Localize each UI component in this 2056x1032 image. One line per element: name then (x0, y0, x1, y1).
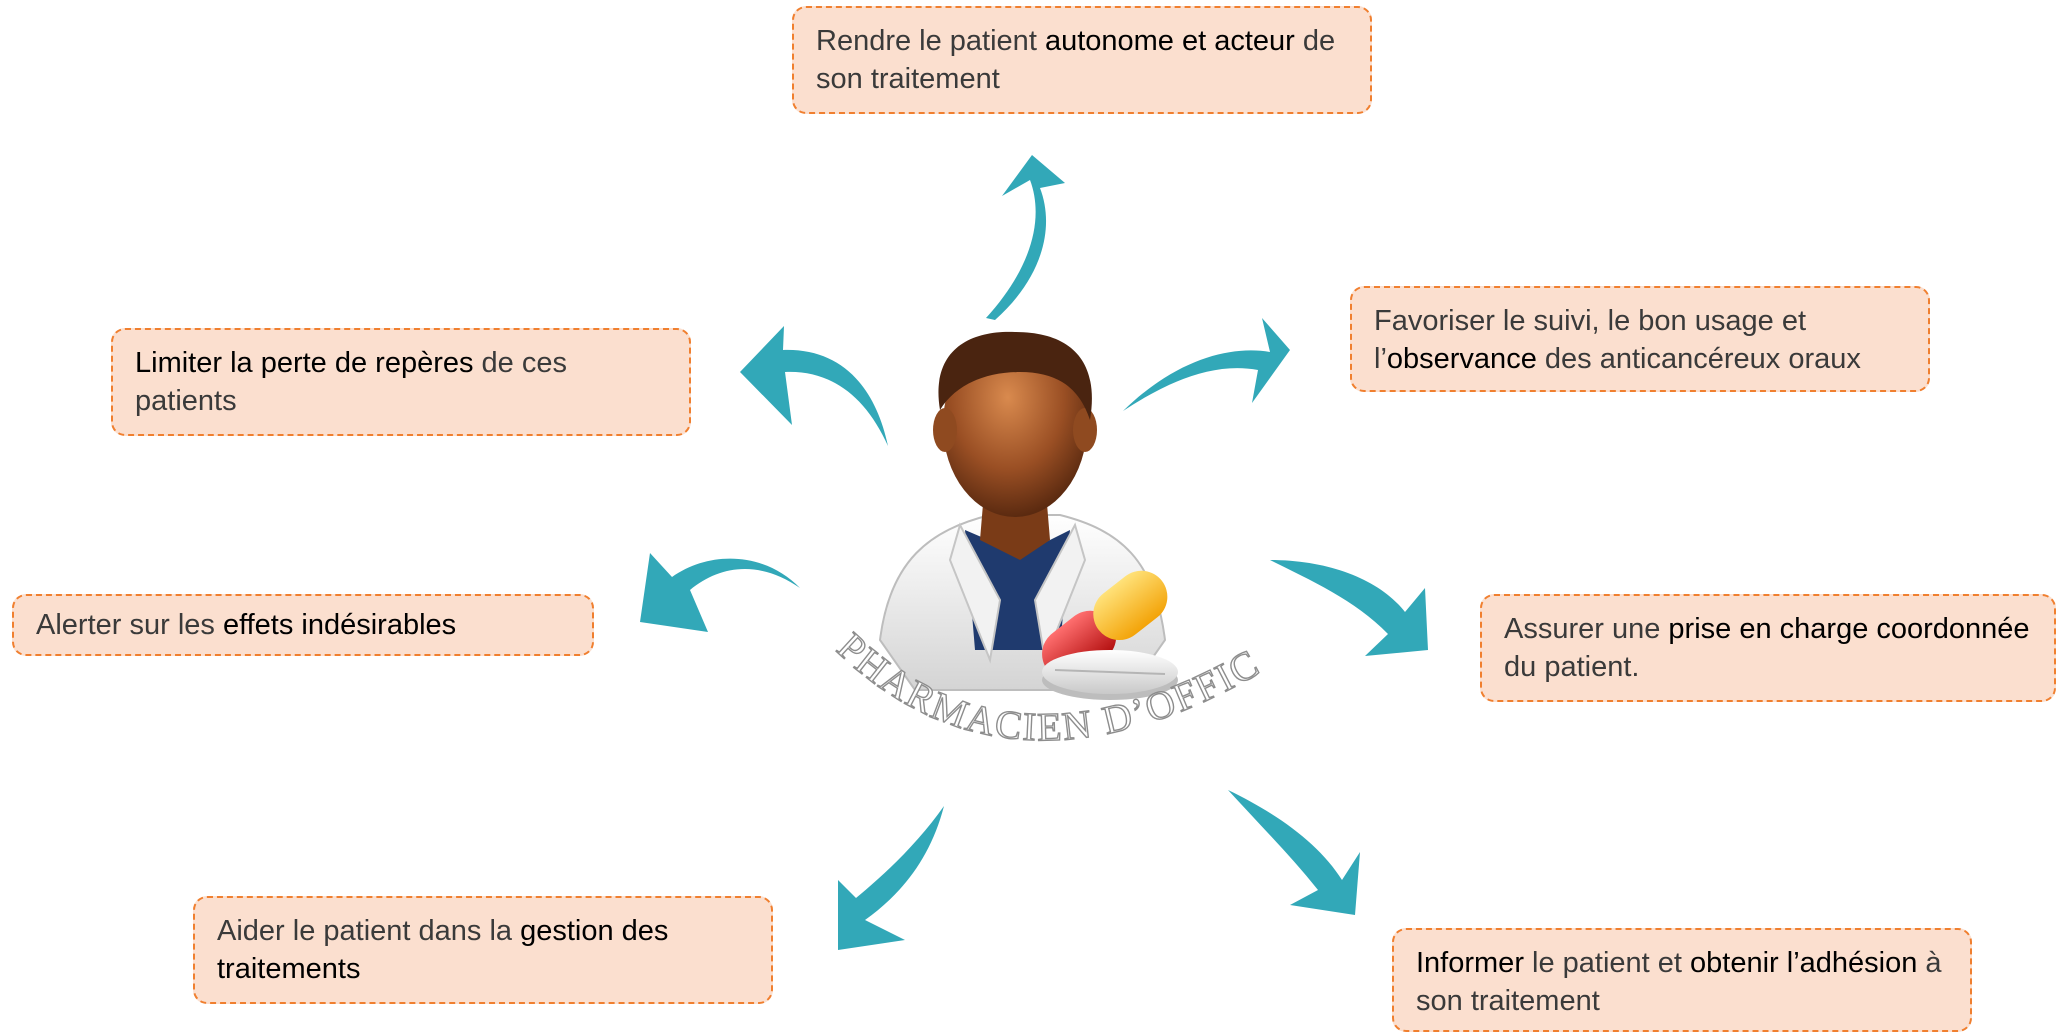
box-highlight: prise en charge coordonnée (1668, 613, 2030, 645)
box-text: de ces patients (135, 347, 567, 417)
box-text: le patient et (1523, 947, 1691, 979)
box-autonomie: Rendre le patient autonome et acteur de … (792, 6, 1372, 114)
arrow-to-right (1270, 560, 1428, 656)
box-highlight: obtenir l’adhésion (1690, 947, 1918, 979)
box-highlight: Informer (1416, 947, 1524, 979)
arrow-to-upper-left (740, 326, 888, 446)
arrow-to-upper-right (1123, 318, 1290, 411)
box-highlight: Limiter la perte de repères (135, 347, 474, 379)
box-text: Alerter sur les (36, 609, 223, 641)
box-highlight: observance (1386, 343, 1537, 375)
box-text: à son traitement (1416, 947, 1942, 1017)
box-effets-indesirables: Alerter sur les effets indésirables (12, 594, 594, 656)
arrow-to-bottom-right (1228, 790, 1360, 915)
box-reperes: Limiter la perte de repères de ces patie… (111, 328, 691, 436)
box-highlight: autonome et acteur (1044, 25, 1295, 57)
arrow-to-left (640, 553, 800, 632)
pharmacist-icon (878, 331, 1178, 700)
box-text: Aider le patient dans la (217, 915, 521, 947)
box-highlight: gestion des traitements (217, 915, 669, 985)
box-gestion-traitements: Aider le patient dans la gestion des tra… (193, 896, 773, 1004)
box-text: de son traitement (816, 25, 1336, 95)
arrow-to-top (986, 155, 1065, 320)
box-text: Favoriser le suivi, le bon usage et l’ (1374, 305, 1806, 375)
box-observance: Favoriser le suivi, le bon usage et l’ob… (1350, 286, 1930, 392)
box-text: des anticancéreux oraux (1536, 343, 1861, 375)
box-adhesion: Informer le patient et obtenir l’adhésio… (1392, 928, 1972, 1032)
arrow-to-bottom-left (838, 806, 944, 950)
box-highlight: effets indésirables (222, 609, 457, 641)
box-prise-en-charge: Assurer une prise en charge coordonnée d… (1480, 594, 2056, 702)
box-text: Assurer une (1504, 613, 1669, 645)
box-text: du patient. (1504, 651, 1640, 683)
box-text: Rendre le patient (816, 25, 1045, 57)
